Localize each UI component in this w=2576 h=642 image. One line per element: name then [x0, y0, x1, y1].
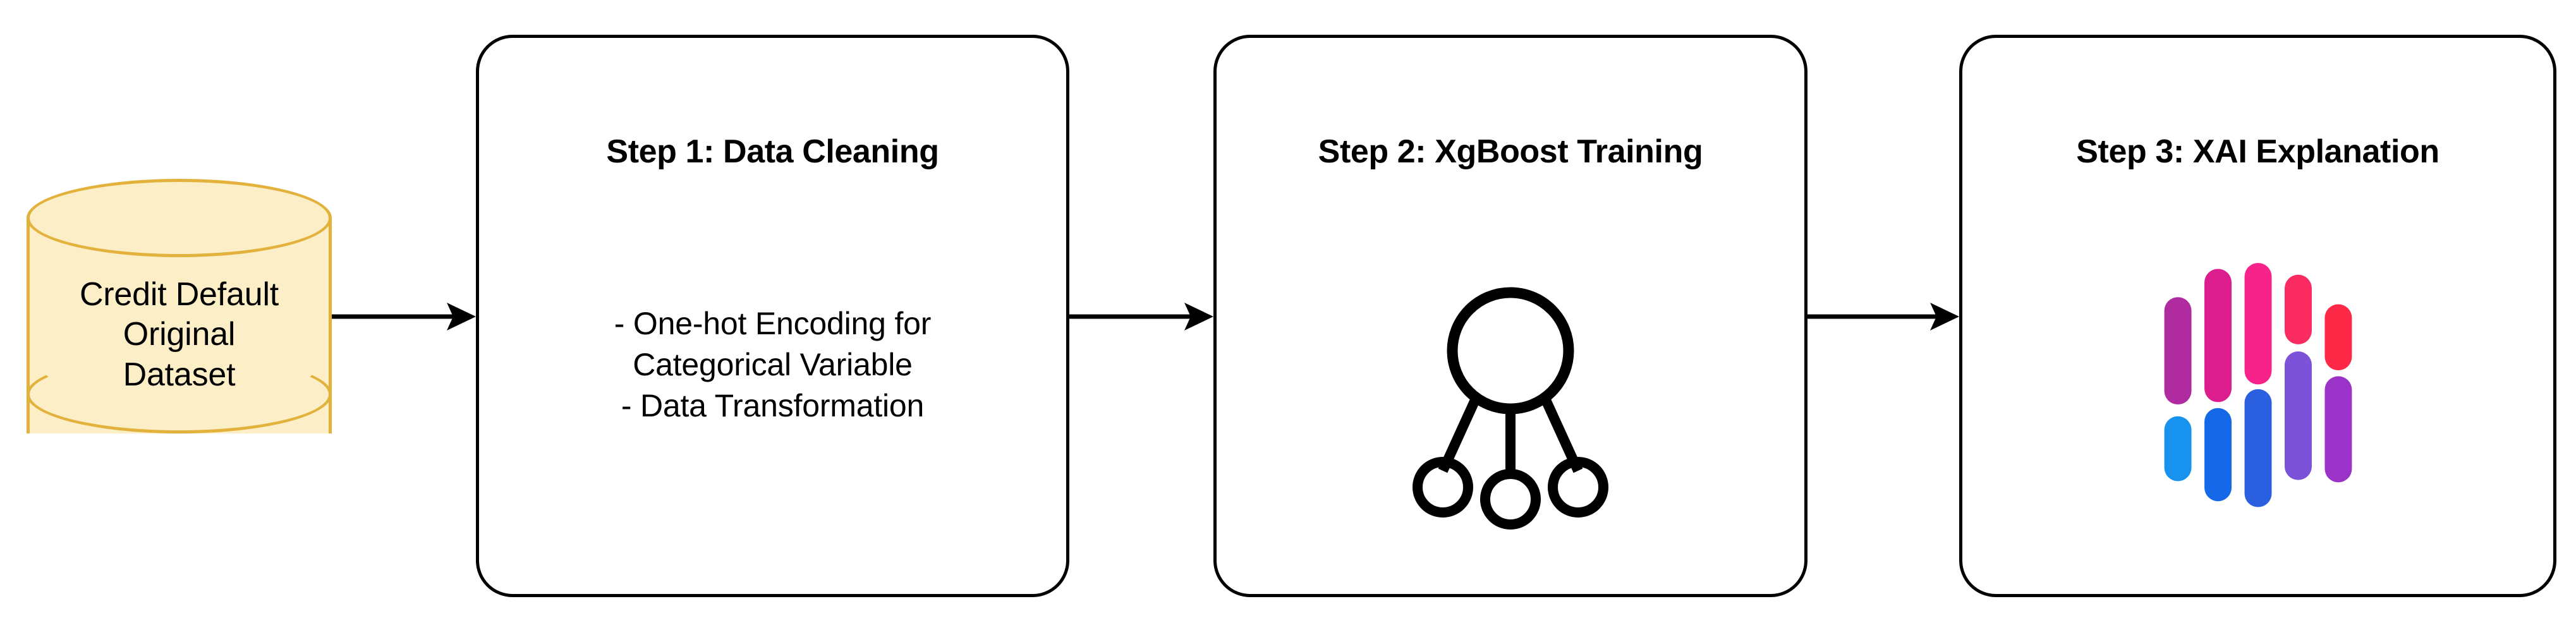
cylinder-top-ellipse — [27, 179, 332, 257]
datastore-cylinder: Credit Default Original Dataset — [27, 179, 332, 473]
step-1-line-2: Categorical Variable — [633, 347, 913, 382]
shap-bar-c3-bottom — [2244, 389, 2271, 507]
step-1-line-3: - Data Transformation — [621, 388, 925, 423]
datastore-label-line-1: Credit Default — [79, 276, 279, 313]
shap-bar-c1-bottom — [2164, 416, 2192, 482]
cylinder-bottom-ellipse — [27, 355, 332, 433]
shap-bar-c5-bottom — [2324, 376, 2352, 483]
shap-bar-c1-top — [2164, 297, 2192, 405]
shap-bar-c3-top — [2244, 263, 2271, 385]
step-2-title: Step 2: XgBoost Training — [1318, 133, 1703, 170]
shap-bar-c5-top — [2324, 304, 2352, 370]
shap-bar-c4-top — [2284, 274, 2312, 344]
datastore-label-line-3: Dataset — [123, 356, 236, 393]
shap-bar-c2-top — [2204, 269, 2232, 403]
step-1-body: - One-hot Encoding for Categorical Varia… — [504, 303, 1041, 427]
decision-tree-icon — [1413, 287, 1608, 530]
arrow-dataset-to-step-1 — [332, 303, 476, 330]
step-1-box[interactable]: Step 1: Data Cleaning - One-hot Encoding… — [476, 35, 1069, 597]
shap-bar-c4-bottom — [2284, 351, 2312, 480]
step-2-box[interactable]: Step 2: XgBoost Training — [1213, 35, 1807, 597]
datastore-label-line-2: Original — [123, 316, 236, 353]
datastore-label: Credit Default Original Dataset — [27, 275, 332, 395]
step-3-title: Step 3: XAI Explanation — [2076, 133, 2439, 170]
step-1-line-1: - One-hot Encoding for — [614, 306, 932, 341]
arrow-step-2-to-step-3 — [1806, 303, 1959, 330]
arrow-step-1-to-step-2 — [1068, 303, 1213, 330]
step-3-box[interactable]: Step 3: XAI Explanation — [1959, 35, 2556, 597]
shap-logo-icon — [2164, 263, 2352, 507]
step-1-title: Step 1: Data Cleaning — [606, 133, 939, 170]
shap-bar-c2-bottom — [2204, 408, 2232, 502]
